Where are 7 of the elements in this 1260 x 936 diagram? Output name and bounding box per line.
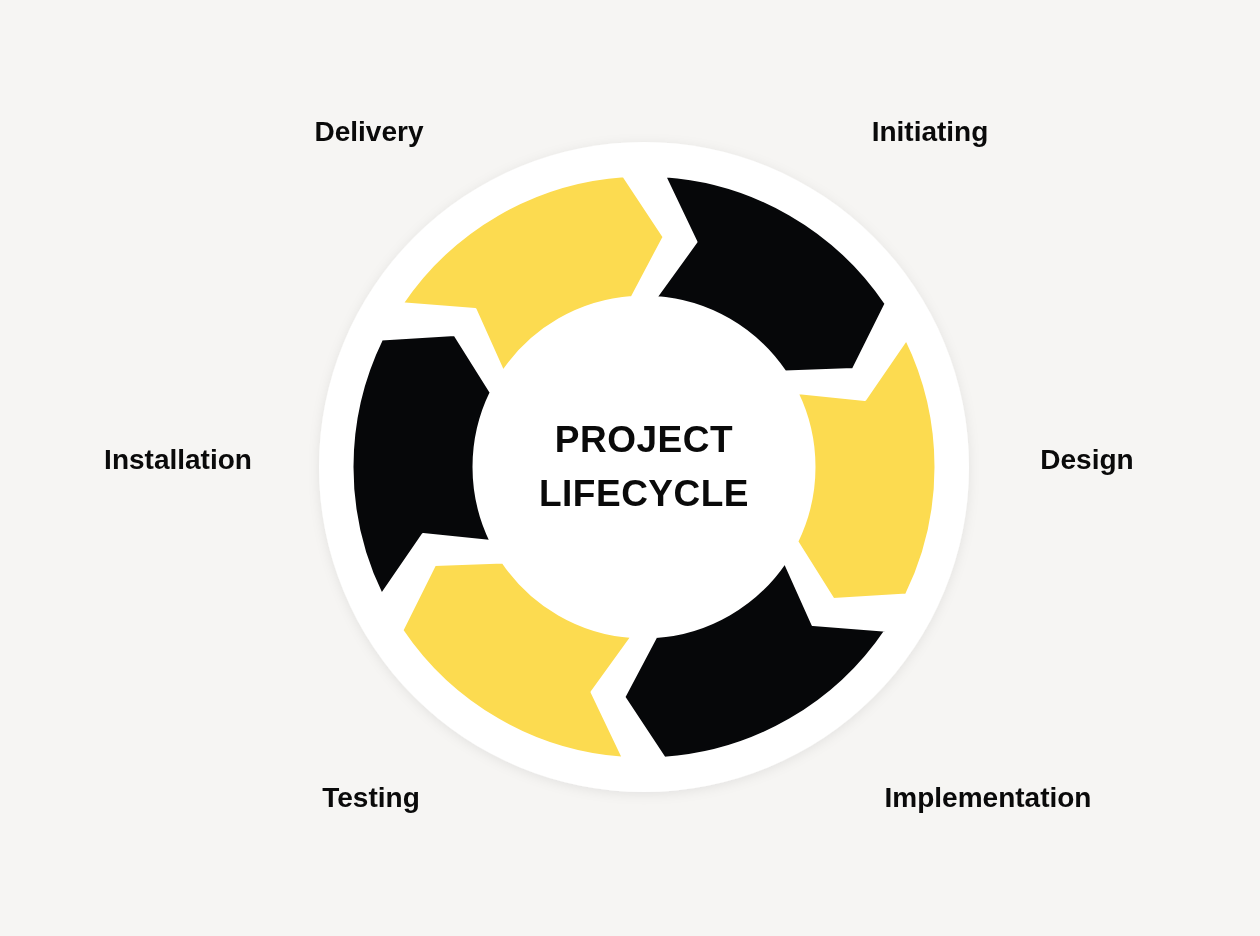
phase-label: Testing: [322, 782, 420, 814]
center-title: PROJECT LIFECYCLE: [537, 418, 751, 516]
phase-label: Installation: [104, 444, 252, 476]
phase-label: Initiating: [871, 116, 989, 148]
phase-label: Delivery: [314, 116, 424, 148]
phase-label: Implementation: [884, 782, 1092, 814]
phase-label: Design: [1040, 444, 1134, 476]
